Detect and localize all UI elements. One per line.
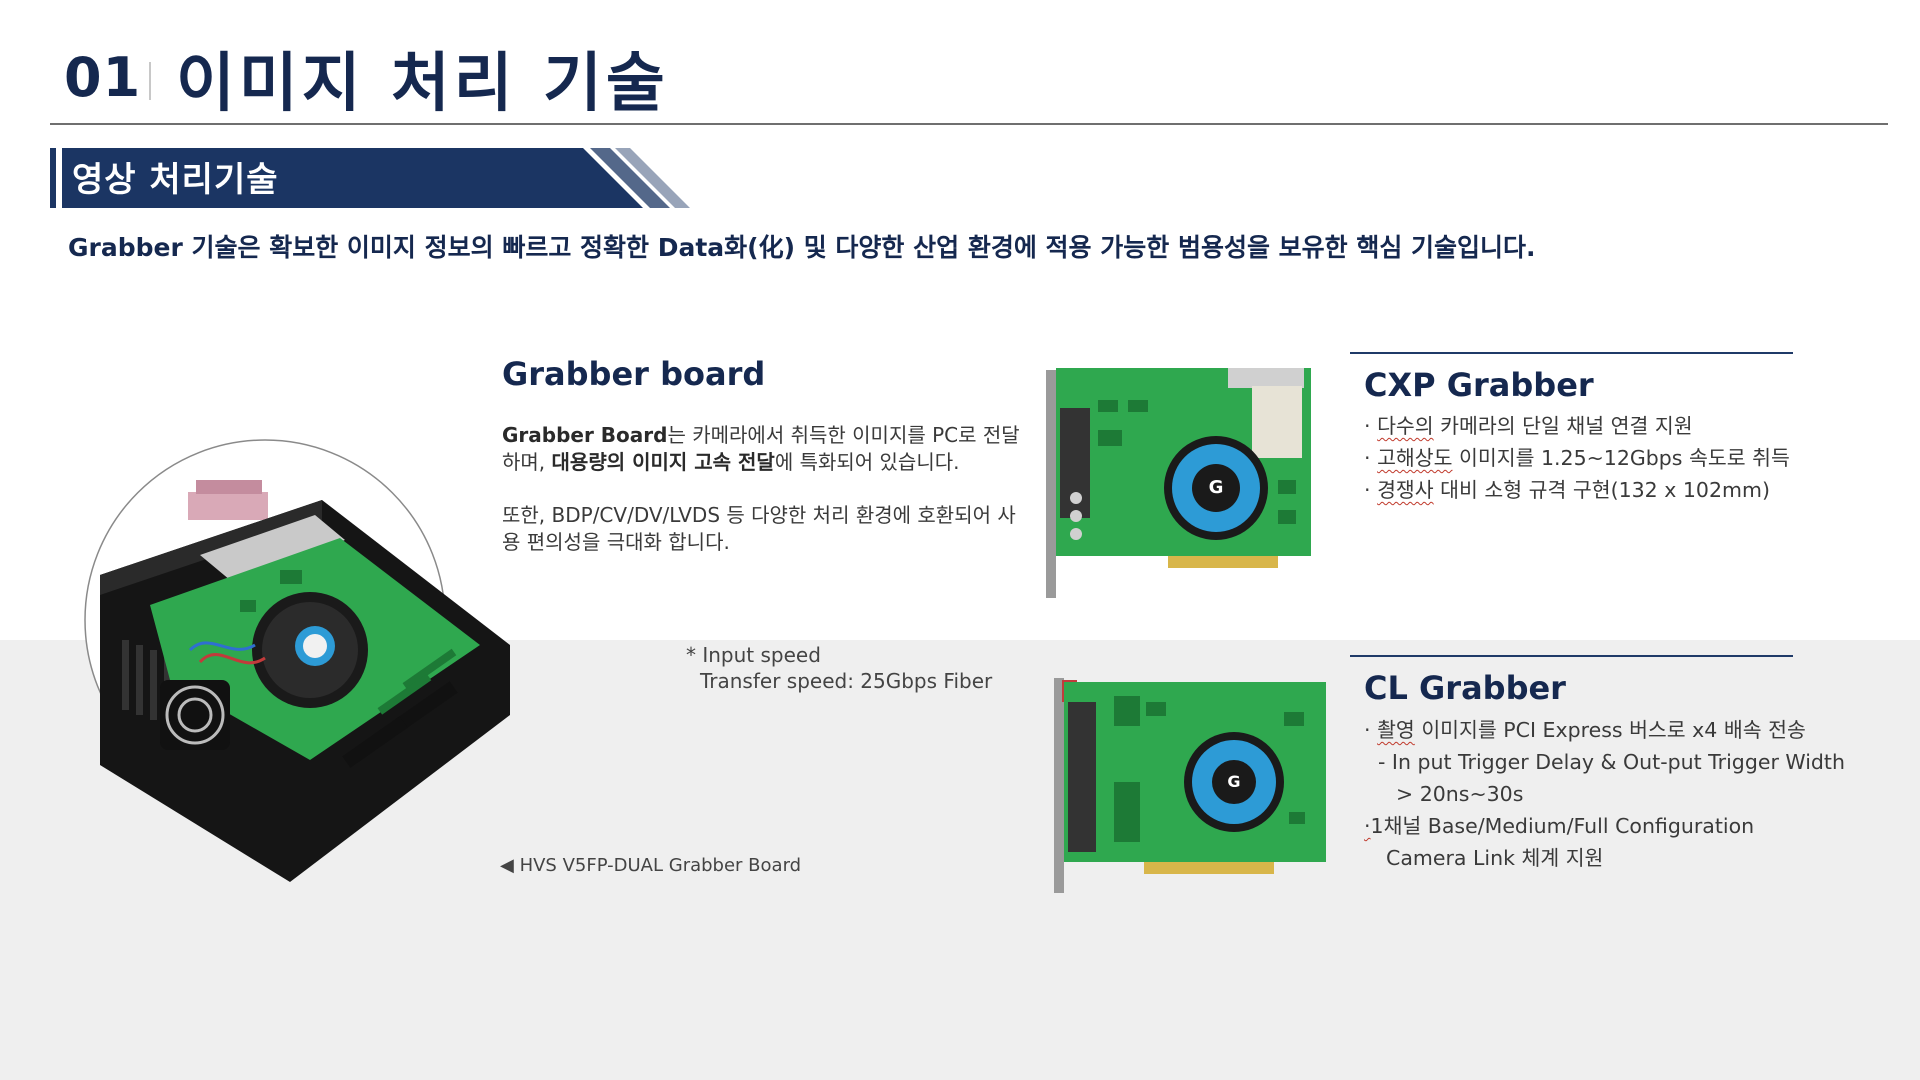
item-text: 카메라의 단일 채널 연결 지원 — [1433, 414, 1693, 438]
item-continuation: Camera Link 체계 지원 — [1386, 846, 1604, 870]
cxp-grabber-title: CXP Grabber — [1364, 366, 1594, 404]
underlined-term: 고해상도 — [1377, 446, 1453, 470]
underlined-term: 촬영 — [1377, 718, 1415, 742]
cxp-top-rule — [1350, 352, 1793, 354]
spec-line: Transfer speed: 25Gbps Fiber — [700, 669, 993, 693]
bullet: · — [1364, 718, 1371, 742]
paragraph-text: 는 카메라에서 취득한 이미지를 PC로 전달하며, — [502, 423, 1020, 474]
list-item: · 다수의 카메라의 단일 채널 연결 지원 — [1364, 410, 1790, 442]
svg-text:G: G — [1209, 477, 1224, 498]
svg-text:G: G — [1227, 772, 1240, 791]
triangle-left-icon: ◀ — [500, 855, 514, 876]
cxp-feature-list: · 다수의 카메라의 단일 채널 연결 지원 · 고해상도 이미지를 1.25~… — [1364, 410, 1790, 506]
sub-item: - In put Trigger Delay & Out-put Trigger… — [1378, 750, 1845, 774]
cl-feature-list: · 촬영 이미지를 PCI Express 버스로 x4 배속 전송 - In … — [1364, 714, 1845, 874]
item-text: 대비 소형 규격 구현(132 x 102mm) — [1433, 478, 1770, 502]
grabber-board-title: Grabber board — [502, 355, 766, 393]
grabber-board-description: Grabber Board는 카메라에서 취득한 이미지를 PC로 전달하며, … — [502, 422, 1022, 582]
bullet: · — [1364, 814, 1371, 838]
list-item: · 경쟁사 대비 소형 규격 구현(132 x 102mm) — [1364, 474, 1790, 506]
caption-text: HVS V5FP-DUAL Grabber Board — [519, 855, 802, 876]
list-item: · 촬영 이미지를 PCI Express 버스로 x4 배속 전송 — [1364, 714, 1845, 746]
list-item: · 고해상도 이미지를 1.25~12Gbps 속도로 취득 — [1364, 442, 1790, 474]
section-title: 이미지 처리 기술 — [176, 47, 669, 121]
sub-item: > 20ns~30s — [1396, 782, 1524, 806]
item-text: 1채널 Base/Medium/Full Configuration — [1370, 814, 1755, 838]
number-separator — [149, 62, 151, 100]
header-rule — [50, 123, 1888, 125]
bullet: · — [1364, 446, 1371, 470]
bold-lead: Grabber Board — [502, 423, 668, 447]
fan-icon — [252, 592, 368, 708]
underlined-term: 경쟁사 — [1377, 478, 1434, 502]
grabber-board-image — [84, 439, 510, 882]
item-text: 이미지를 PCI Express 버스로 x4 배속 전송 — [1414, 718, 1806, 742]
cl-top-rule — [1350, 655, 1793, 657]
grabber-board-paragraph-2: 또한, BDP/CV/DV/LVDS 등 다양한 처리 환경에 호환되어 사용 … — [502, 503, 1016, 554]
image-caption: ◀ HVS V5FP-DUAL Grabber Board — [500, 855, 801, 876]
section-number: 01 — [64, 46, 142, 109]
section-banner — [50, 148, 690, 208]
cl-grabber-title: CL Grabber — [1364, 669, 1566, 707]
underlined-term: 다수의 — [1377, 414, 1434, 438]
cxp-grabber-card-image: G — [1046, 368, 1311, 598]
grabber-board-paragraph-1: Grabber Board는 카메라에서 취득한 이미지를 PC로 전달하며, … — [502, 422, 1022, 476]
cl-grabber-card-image: G — [1054, 678, 1326, 893]
intro-text: Grabber 기술은 확보한 이미지 정보의 빠르고 정확한 Data화(化)… — [68, 233, 1536, 262]
bullet: · — [1364, 478, 1371, 502]
bold-emphasis: 대용량의 이미지 고속 전달 — [551, 450, 775, 474]
banner-label: 영상 처리기술 — [72, 160, 279, 200]
paragraph-text: 에 특화되어 있습니다. — [774, 450, 960, 474]
bullet: · — [1364, 414, 1371, 438]
list-item: ·1채널 Base/Medium/Full Configuration — [1364, 810, 1845, 842]
spec-line: * Input speed — [686, 643, 821, 667]
item-text: 이미지를 1.25~12Gbps 속도로 취득 — [1452, 446, 1790, 470]
